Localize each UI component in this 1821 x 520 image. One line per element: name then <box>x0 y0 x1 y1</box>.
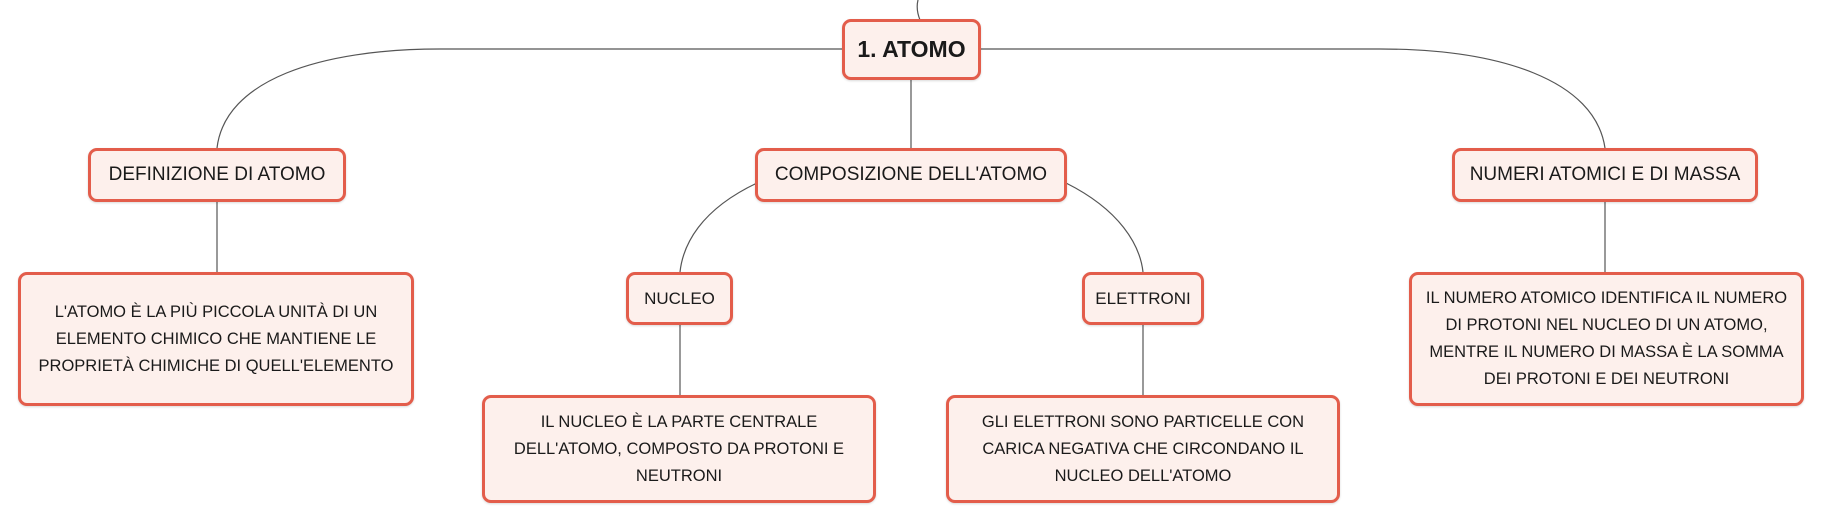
nucleo-description-node[interactable]: IL NUCLEO È LA PARTE CENTRALE DELL'ATOMO… <box>482 395 876 503</box>
numeri-node-label: NUMERI ATOMICI E DI MASSA <box>1469 164 1741 185</box>
connector-composizione-nucleo <box>679 182 758 273</box>
connector-root-definizione <box>216 48 846 149</box>
definizione-description-text: L'ATOMO È LA PIÙ PICCOLA UNITÀ DI UN ELE… <box>38 302 394 375</box>
root-node[interactable]: 1. ATOMO <box>842 19 981 80</box>
numeri-description-text: IL NUMERO ATOMICO IDENTIFICA IL NUMERO D… <box>1425 289 1788 388</box>
connector-root-parent <box>916 0 921 21</box>
nucleo-description-text: IL NUCLEO È LA PARTE CENTRALE DELL'ATOMO… <box>513 412 845 485</box>
numeri-node[interactable]: NUMERI ATOMICI E DI MASSA <box>1452 148 1758 202</box>
connector-composizione-elettroni <box>1065 182 1144 273</box>
elettroni-description-node[interactable]: GLI ELETTRONI SONO PARTICELLE CON CARICA… <box>946 395 1340 503</box>
definizione-node[interactable]: DEFINIZIONE DI ATOMO <box>88 148 346 202</box>
nucleo-node-label: NUCLEO <box>644 288 715 308</box>
connector-root-numeri <box>978 48 1606 149</box>
elettroni-description-text: GLI ELETTRONI SONO PARTICELLE CON CARICA… <box>981 412 1305 485</box>
elettroni-node[interactable]: ELETTRONI <box>1082 272 1204 325</box>
composizione-node[interactable]: COMPOSIZIONE DELL'ATOMO <box>755 148 1067 202</box>
root-node-label: 1. ATOMO <box>857 36 966 62</box>
definizione-node-label: DEFINIZIONE DI ATOMO <box>108 164 326 185</box>
numeri-description-node[interactable]: IL NUMERO ATOMICO IDENTIFICA IL NUMERO D… <box>1409 272 1804 406</box>
elettroni-node-label: ELETTRONI <box>1095 288 1191 308</box>
definizione-description-node[interactable]: L'ATOMO È LA PIÙ PICCOLA UNITÀ DI UN ELE… <box>18 272 414 406</box>
composizione-node-label: COMPOSIZIONE DELL'ATOMO <box>774 164 1048 185</box>
nucleo-node[interactable]: NUCLEO <box>626 272 733 325</box>
